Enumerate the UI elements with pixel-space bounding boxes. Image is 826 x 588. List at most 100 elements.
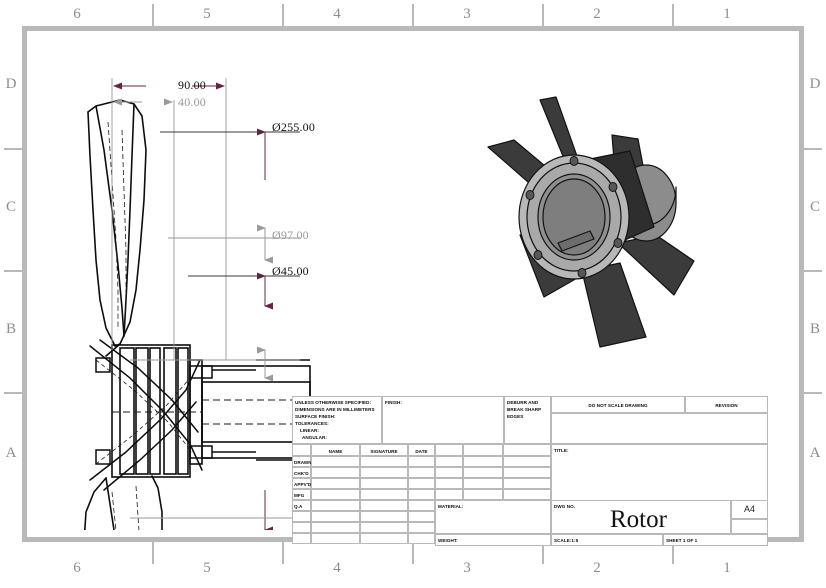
tb-cell-hdr-blank-1	[435, 444, 463, 456]
zone-label-top-5: 5	[203, 6, 211, 22]
tb-label-weight: WEIGHT:	[438, 538, 458, 543]
tb-cell-do-not-scale[interactable]	[551, 396, 685, 413]
zone-label-left-d: D	[5, 76, 17, 92]
tb-cell-blank-row1-b[interactable]	[311, 511, 360, 522]
tb-cell-mfg-x3[interactable]	[503, 489, 551, 500]
tb-cell-drawn-x2[interactable]	[463, 456, 503, 467]
zone-tick-top-5	[672, 4, 674, 26]
tb-cell-appvd-x2[interactable]	[463, 478, 503, 489]
dimension-diameter-97: Ø97.00	[272, 228, 309, 242]
zone-tick-bottom-1	[152, 542, 154, 564]
tb-cell-blank-row1-a[interactable]	[292, 511, 311, 522]
tb-cell-scale[interactable]	[551, 534, 663, 546]
tb-cell-sheet-size-lower[interactable]	[731, 519, 768, 534]
zone-tick-bottom-3	[412, 542, 414, 564]
tb-cell-chkd-x3[interactable]	[503, 467, 551, 478]
tb-cell-drawn-name[interactable]	[311, 456, 360, 467]
zone-tick-bottom-5	[672, 542, 674, 564]
zone-label-bottom-3: 3	[463, 560, 471, 576]
tb-cell-revision-value[interactable]	[551, 413, 768, 444]
tb-label-dimensions-note: DIMENSIONS ARE IN MILLIMETERS	[295, 407, 375, 412]
tb-cell-hdr-blank-2	[463, 444, 503, 456]
zone-tick-left-3	[4, 392, 26, 394]
tb-cell-drawn-x3[interactable]	[503, 456, 551, 467]
tb-cell-mfg-signature[interactable]	[360, 489, 408, 500]
tb-cell-drawn-signature[interactable]	[360, 456, 408, 467]
tb-cell-mfg-x1[interactable]	[435, 489, 463, 500]
tb-cell-appvd-signature[interactable]	[360, 478, 408, 489]
tb-cell-chkd-date[interactable]	[408, 467, 435, 478]
tb-label-tolerance-linear: LINEAR:	[300, 428, 319, 433]
tb-cell-row-mfg-label	[292, 489, 311, 500]
tb-cell-appvd-name[interactable]	[311, 478, 360, 489]
tb-cell-chkd-signature[interactable]	[360, 467, 408, 478]
zone-tick-bottom-2	[282, 542, 284, 564]
dimension-diameter-45: Ø45.00	[272, 264, 309, 278]
tb-cell-deburr[interactable]	[504, 396, 551, 444]
tb-cell-chkd-x2[interactable]	[463, 467, 503, 478]
tb-label-deburr-2: BREAK SHARP	[507, 407, 542, 412]
tb-cell-drawn-x1[interactable]	[435, 456, 463, 467]
tb-cell-blank-row3-b[interactable]	[311, 533, 360, 544]
tb-cell-qa-signature[interactable]	[360, 500, 408, 511]
tb-cell-drawn-date[interactable]	[408, 456, 435, 467]
tb-cell-blank-row1-c[interactable]	[360, 511, 408, 522]
zone-label-top-3: 3	[463, 6, 471, 22]
tb-cell-mfg-date[interactable]	[408, 489, 435, 500]
tb-cell-unless-otherwise[interactable]	[292, 396, 382, 444]
tb-cell-blank-row3-d[interactable]	[408, 533, 435, 544]
zone-tick-right-1	[800, 148, 822, 150]
tb-cell-appvd-x3[interactable]	[503, 478, 551, 489]
tb-cell-finish[interactable]	[382, 396, 504, 444]
tb-cell-role-header	[292, 444, 311, 456]
tb-label-chkd: CHK'D	[294, 471, 309, 476]
tb-cell-appvd-x1[interactable]	[435, 478, 463, 489]
tb-cell-mfg-name[interactable]	[311, 489, 360, 500]
dimension-90: 90.00	[178, 78, 206, 92]
zone-label-left-b: B	[5, 321, 16, 337]
tb-cell-blank-row1-d[interactable]	[408, 511, 435, 522]
zone-label-bottom-6: 6	[73, 560, 81, 576]
tb-cell-mfg-x2[interactable]	[463, 489, 503, 500]
zone-label-left-a: A	[5, 445, 17, 461]
tb-label-appvd: APPV'D	[294, 482, 312, 487]
tb-cell-appvd-date[interactable]	[408, 478, 435, 489]
zone-label-right-d: D	[809, 76, 821, 92]
sheet-size-label: A4	[743, 504, 755, 514]
tb-label-revision: REVISION	[715, 403, 738, 408]
tb-label-drawn: DRAWN	[294, 460, 312, 465]
tb-cell-row-appvd-label	[292, 478, 311, 489]
tb-cell-chkd-name[interactable]	[311, 467, 360, 478]
tb-cell-sheet-size[interactable]	[731, 500, 768, 519]
tb-cell-blank-row3-c[interactable]	[360, 533, 408, 544]
tb-cell-blank-row2-b[interactable]	[311, 522, 360, 533]
tb-cell-qa-date[interactable]	[408, 500, 435, 511]
tb-cell-title[interactable]	[551, 444, 768, 501]
tb-label-do-not-scale: DO NOT SCALE DRAWING	[588, 403, 648, 408]
zone-tick-left-2	[4, 270, 26, 272]
isometric-view[interactable]	[478, 95, 718, 365]
tb-cell-date-header	[408, 444, 435, 456]
title-block: UNLESS OTHERWISE SPECIFIED: DIMENSIONS A…	[292, 396, 788, 556]
tb-cell-dwg-no[interactable]	[551, 500, 731, 534]
tb-cell-blank-row2-d[interactable]	[408, 522, 435, 533]
tb-cell-row-drawn-label	[292, 456, 311, 467]
zone-tick-right-3	[800, 392, 822, 394]
tb-cell-material[interactable]	[435, 500, 551, 534]
tb-label-signature: SIGNATURE	[370, 449, 398, 454]
tb-label-material: MATERIAL:	[438, 504, 464, 509]
tb-cell-blank-row3-a[interactable]	[292, 533, 311, 544]
tb-cell-blank-row2-a[interactable]	[292, 522, 311, 533]
tb-cell-weight[interactable]	[435, 534, 551, 546]
zone-tick-left-1	[4, 148, 26, 150]
zone-tick-bottom-4	[542, 542, 544, 564]
tb-cell-chkd-x1[interactable]	[435, 467, 463, 478]
tb-cell-sheet[interactable]	[663, 534, 768, 546]
tb-cell-qa-name[interactable]	[311, 500, 360, 511]
dimension-overlay	[60, 60, 360, 534]
tb-cell-revision[interactable]	[685, 396, 768, 413]
dimension-40: 40.00	[178, 95, 206, 109]
tb-label-title: TITLE:	[554, 448, 569, 453]
tb-cell-blank-row2-c[interactable]	[360, 522, 408, 533]
tb-label-dwg-no: DWG NO.	[554, 504, 576, 509]
